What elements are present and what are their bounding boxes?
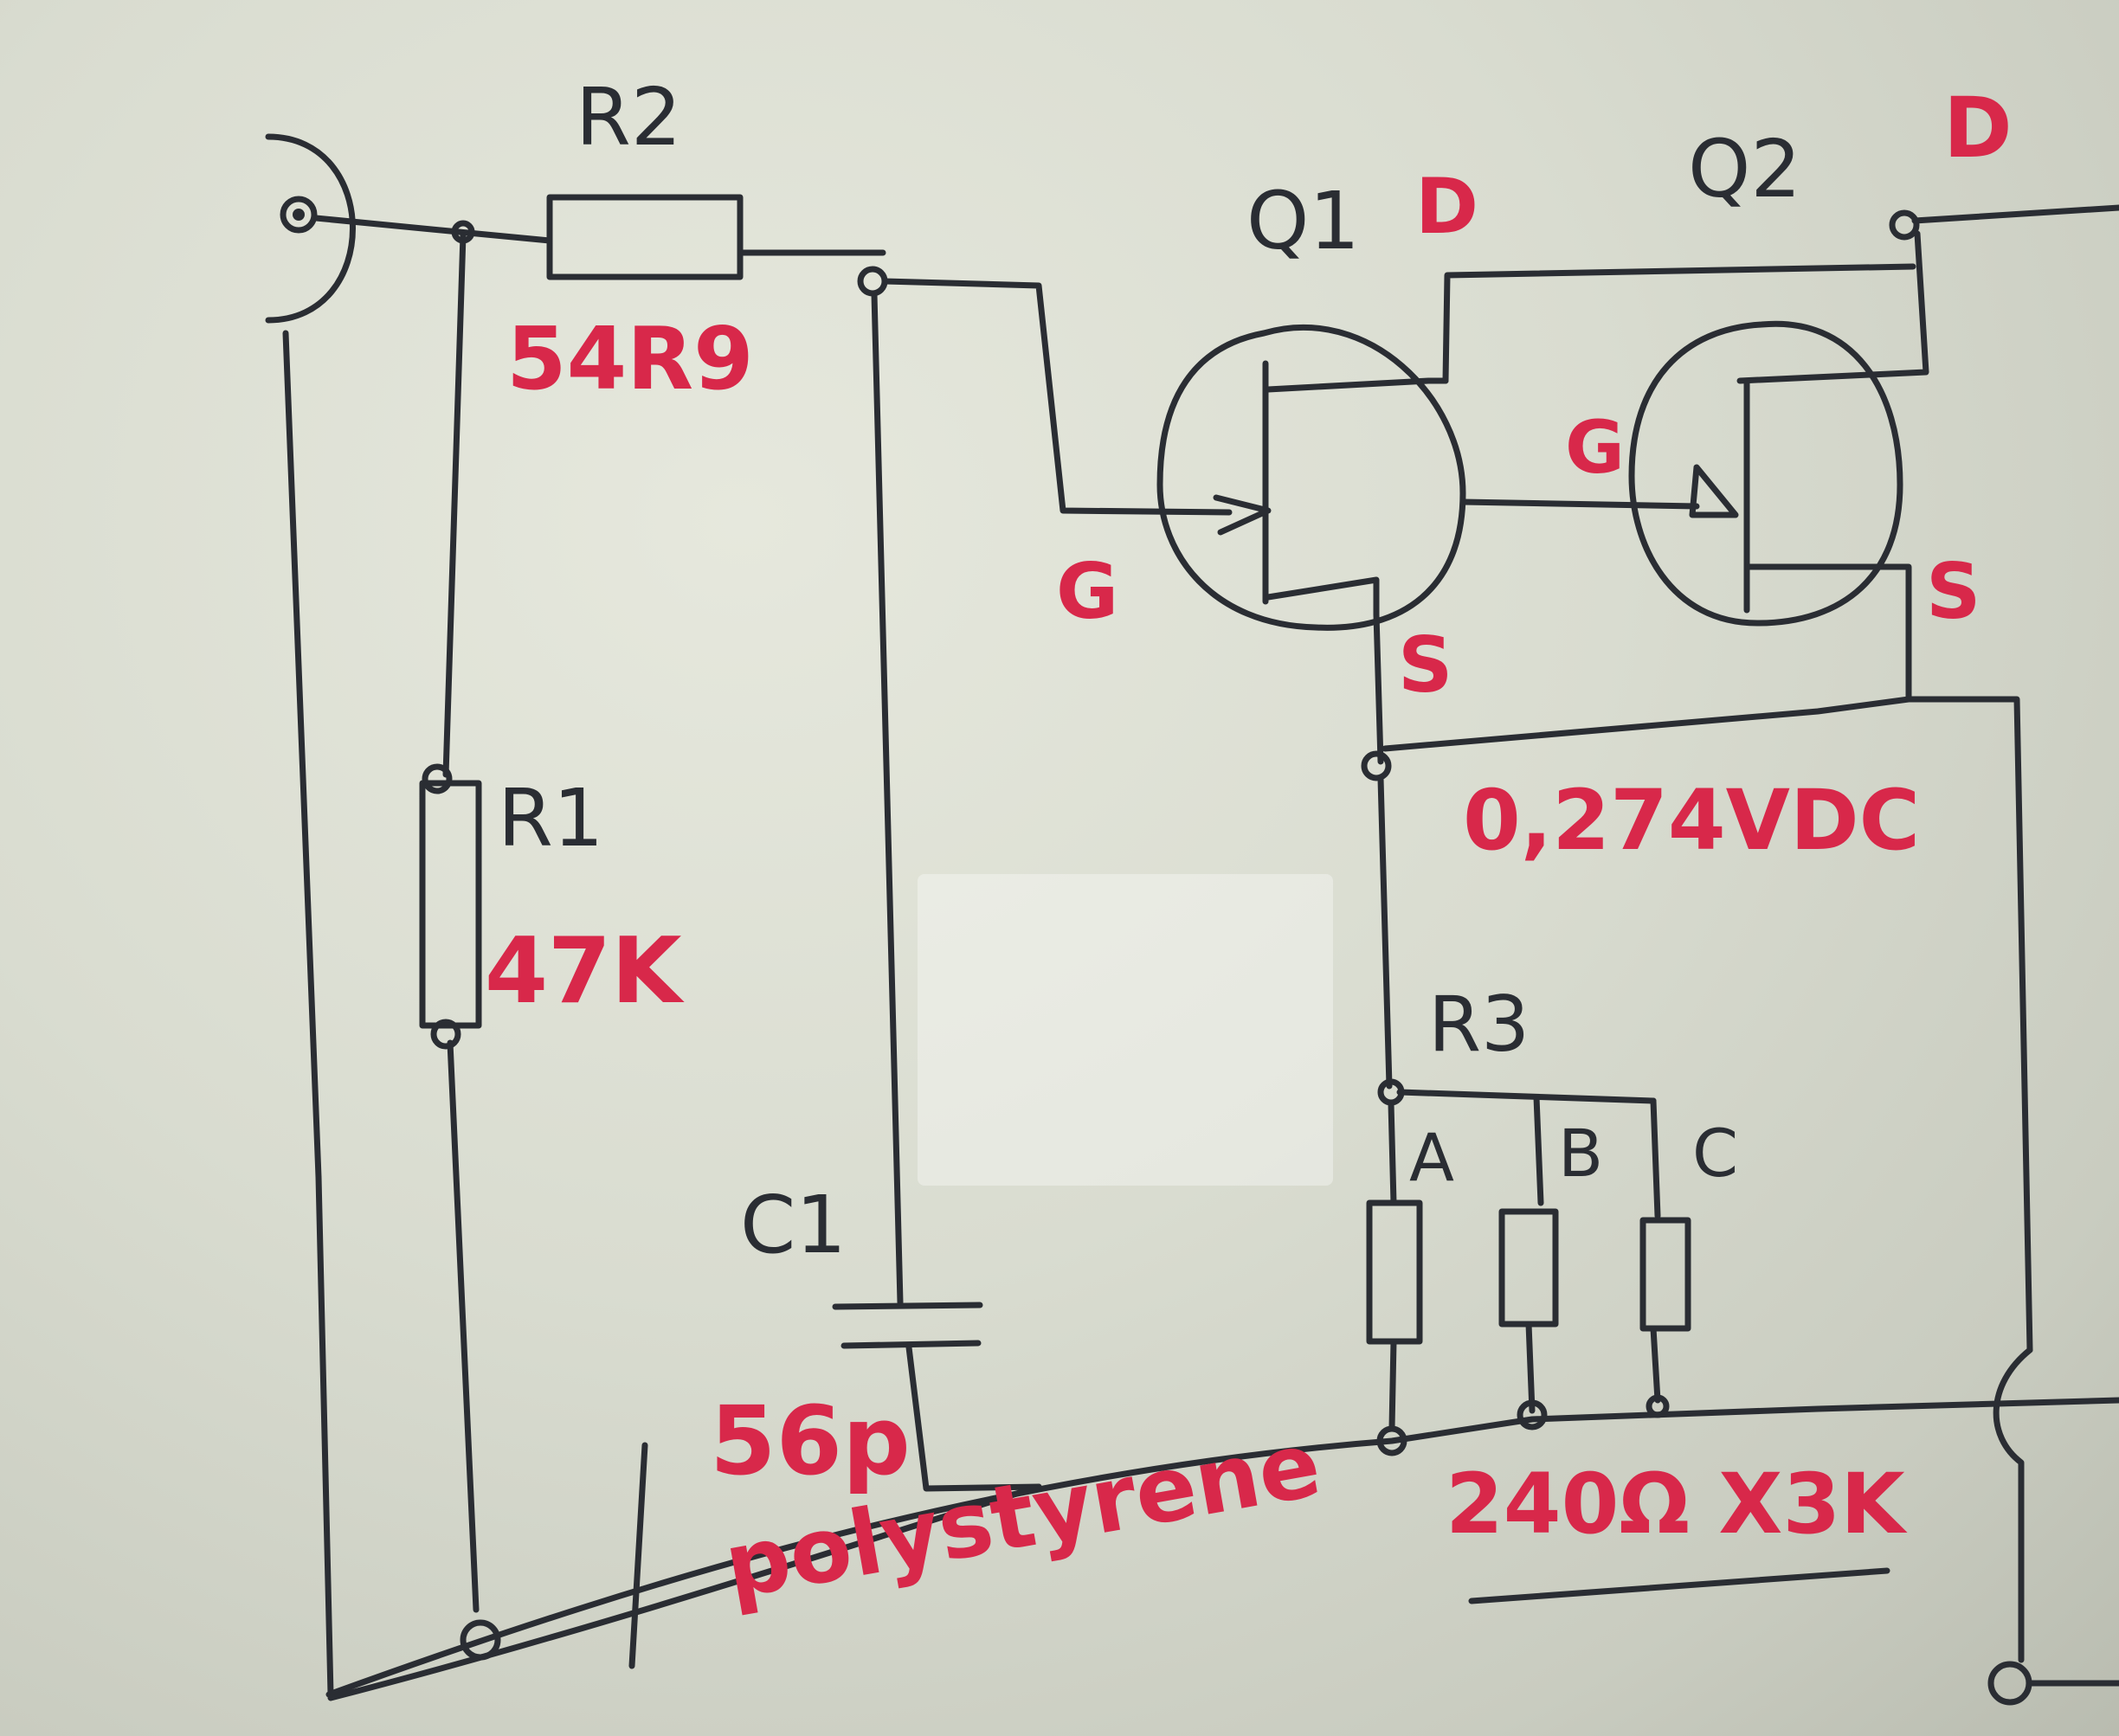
- r3-branch-a-label: A: [1409, 1119, 1454, 1196]
- wire-connector-ground: [282, 330, 334, 1698]
- r3-resistor-a: [1366, 1199, 1423, 1345]
- wire-q1-source: [1373, 611, 1384, 765]
- wire-c1-bottom: [905, 1344, 1042, 1492]
- node-r3-b-bottom: [1517, 1399, 1548, 1431]
- r3-resistor-c: [1639, 1217, 1691, 1332]
- q1-name-label: Q1: [1246, 175, 1360, 267]
- wire-r1-bottom: [447, 1039, 480, 1613]
- r1-name-label: R1: [498, 772, 604, 865]
- r3-resistor-b: [1498, 1208, 1559, 1328]
- r2-name-label: R2: [576, 71, 682, 164]
- wire-drain-down-q2: [1736, 230, 1929, 384]
- node-r2-out: [857, 266, 888, 297]
- wire-r3-b-down: [1525, 1321, 1536, 1414]
- r3-branch-b-label: B: [1558, 1115, 1604, 1192]
- underline: [1468, 1567, 1890, 1604]
- wire-r3-a: [1388, 1100, 1397, 1206]
- wire-r1-top: [442, 232, 467, 778]
- r2-resistor: [546, 194, 744, 280]
- wire-r3-feed: [1377, 775, 1393, 1090]
- wire-right-jumpover: [1993, 1347, 2033, 1663]
- wire-r3-c: [1650, 1097, 1661, 1219]
- wire-vertical-divider: [628, 1442, 648, 1669]
- c1-plate-top: [832, 1302, 983, 1310]
- q1-source-label: S: [1398, 620, 1453, 710]
- wire-source-bus: [1382, 696, 2033, 1353]
- r3-value-label: 240Ω X3K: [1446, 1456, 1905, 1553]
- q2-name-label: Q2: [1688, 123, 1801, 215]
- wire-gate-q2: [1459, 498, 1700, 510]
- q1-drain-label: D: [1415, 162, 1479, 251]
- r2-value-label: 54R9: [506, 308, 754, 409]
- wire-ground-return-lower: [327, 1483, 1042, 1701]
- node-r1-bottom: [430, 1019, 461, 1050]
- node-source: [1361, 750, 1392, 781]
- wire-c1-top: [871, 291, 904, 1306]
- wire-r3-b: [1533, 1094, 1544, 1206]
- node-r1-top: [422, 763, 453, 794]
- glare-reflection: [918, 874, 1333, 1186]
- node-drain: [1889, 209, 1920, 241]
- q1-gate-label: G: [1056, 547, 1119, 636]
- c1-plate-bottom: [841, 1340, 982, 1349]
- wire-q1-drain: [1442, 263, 1916, 384]
- input-connector: [265, 133, 356, 324]
- c1-name-label: C1: [740, 1179, 847, 1271]
- q2-source-label: S: [1926, 547, 1981, 636]
- q1-transistor: [1156, 325, 1466, 631]
- q2-gate-label: G: [1565, 405, 1625, 490]
- r1-value-label: 47K: [485, 918, 682, 1024]
- wire-gate-q1: [881, 278, 1233, 516]
- wire-r3-a-down: [1388, 1338, 1397, 1431]
- wire-input-to-r2: [312, 215, 553, 244]
- q2-drain-label: D: [1943, 80, 2013, 177]
- node-ground-right: [1987, 1661, 2032, 1706]
- c1-value-label: 56p: [710, 1386, 911, 1496]
- r1-resistor: [419, 780, 482, 1029]
- r3-branch-c-label: C: [1692, 1115, 1739, 1192]
- wire-r3-c-down: [1650, 1325, 1661, 1404]
- wire-r3-busbar: [1396, 1089, 1657, 1104]
- wire-drain-out: [1911, 204, 2119, 224]
- wire-ground-return: [325, 1397, 2119, 1698]
- q2-transistor: [1628, 320, 1912, 700]
- source-voltage-label: 0,274VDC: [1463, 772, 1921, 869]
- r3-name-label: R3: [1428, 980, 1530, 1069]
